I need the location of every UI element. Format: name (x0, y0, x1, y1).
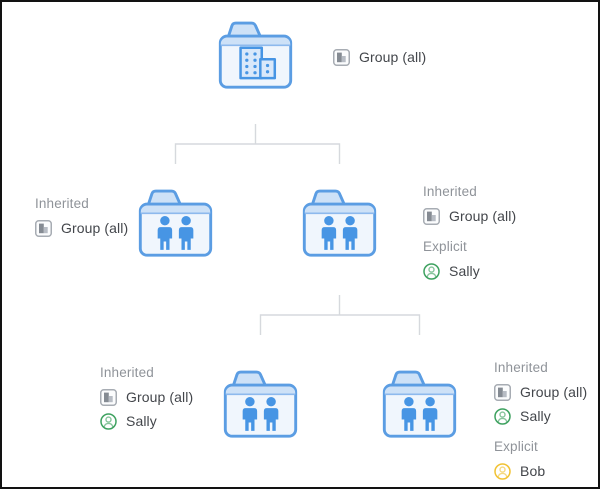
permission-item: Sally (494, 406, 587, 426)
folder-team-bottom-right (379, 364, 460, 440)
folder-team-mid-left (135, 183, 216, 259)
buildings-folder-icon (215, 15, 296, 91)
permission-name: Bob (520, 463, 546, 479)
folder-organization-root (215, 15, 296, 91)
permission-item: Sally (423, 261, 516, 281)
permission-type-label: Explicit (423, 239, 467, 254)
group-icon (35, 220, 52, 237)
permission-item: Group (all) (494, 382, 587, 402)
permission-labels-root: Group (all) (333, 47, 426, 71)
member-icon-sally (494, 408, 511, 425)
folder-team-bottom-left (220, 364, 301, 440)
permission-type-label: Inherited (494, 360, 548, 375)
permission-type-label: Inherited (423, 184, 477, 199)
permission-name: Group (all) (61, 220, 129, 236)
permission-labels-mid-right: Inherited Group (all) Explicit Sally (423, 184, 516, 285)
permission-item: Group (all) (423, 206, 516, 226)
member-icon-sally (100, 413, 117, 430)
permission-name: Group (all) (520, 384, 588, 400)
people-folder-icon (135, 183, 216, 259)
member-icon-sally (423, 263, 440, 280)
permission-name: Sally (449, 263, 480, 279)
permission-name: Sally (520, 408, 551, 424)
people-folder-icon (379, 364, 460, 440)
people-folder-icon (299, 183, 380, 259)
permission-name: Group (all) (449, 208, 517, 224)
permission-type-label: Explicit (494, 439, 538, 454)
group-icon (423, 208, 440, 225)
people-folder-icon (220, 364, 301, 440)
group-icon (494, 384, 511, 401)
group-icon (333, 49, 350, 66)
permission-item: Bob (494, 461, 587, 481)
permission-item: Group (all) (100, 387, 193, 407)
permission-type-label: Inherited (100, 365, 154, 380)
permission-item: Group (all) (333, 47, 426, 67)
permission-labels-bottom-left: Inherited Group (all) Sally (100, 365, 193, 435)
member-icon-bob (494, 463, 511, 480)
permission-type-label: Inherited (35, 196, 89, 211)
permission-name: Sally (126, 413, 157, 429)
folder-team-mid-right (299, 183, 380, 259)
permission-labels-mid-left: Inherited Group (all) (35, 196, 128, 242)
group-icon (100, 389, 117, 406)
permission-labels-bottom-right: Inherited Group (all) Sally Explicit Bob (494, 360, 587, 485)
permission-name: Group (all) (126, 389, 194, 405)
permission-name: Group (all) (359, 49, 427, 65)
permission-item: Group (all) (35, 218, 128, 238)
permission-item: Sally (100, 411, 193, 431)
